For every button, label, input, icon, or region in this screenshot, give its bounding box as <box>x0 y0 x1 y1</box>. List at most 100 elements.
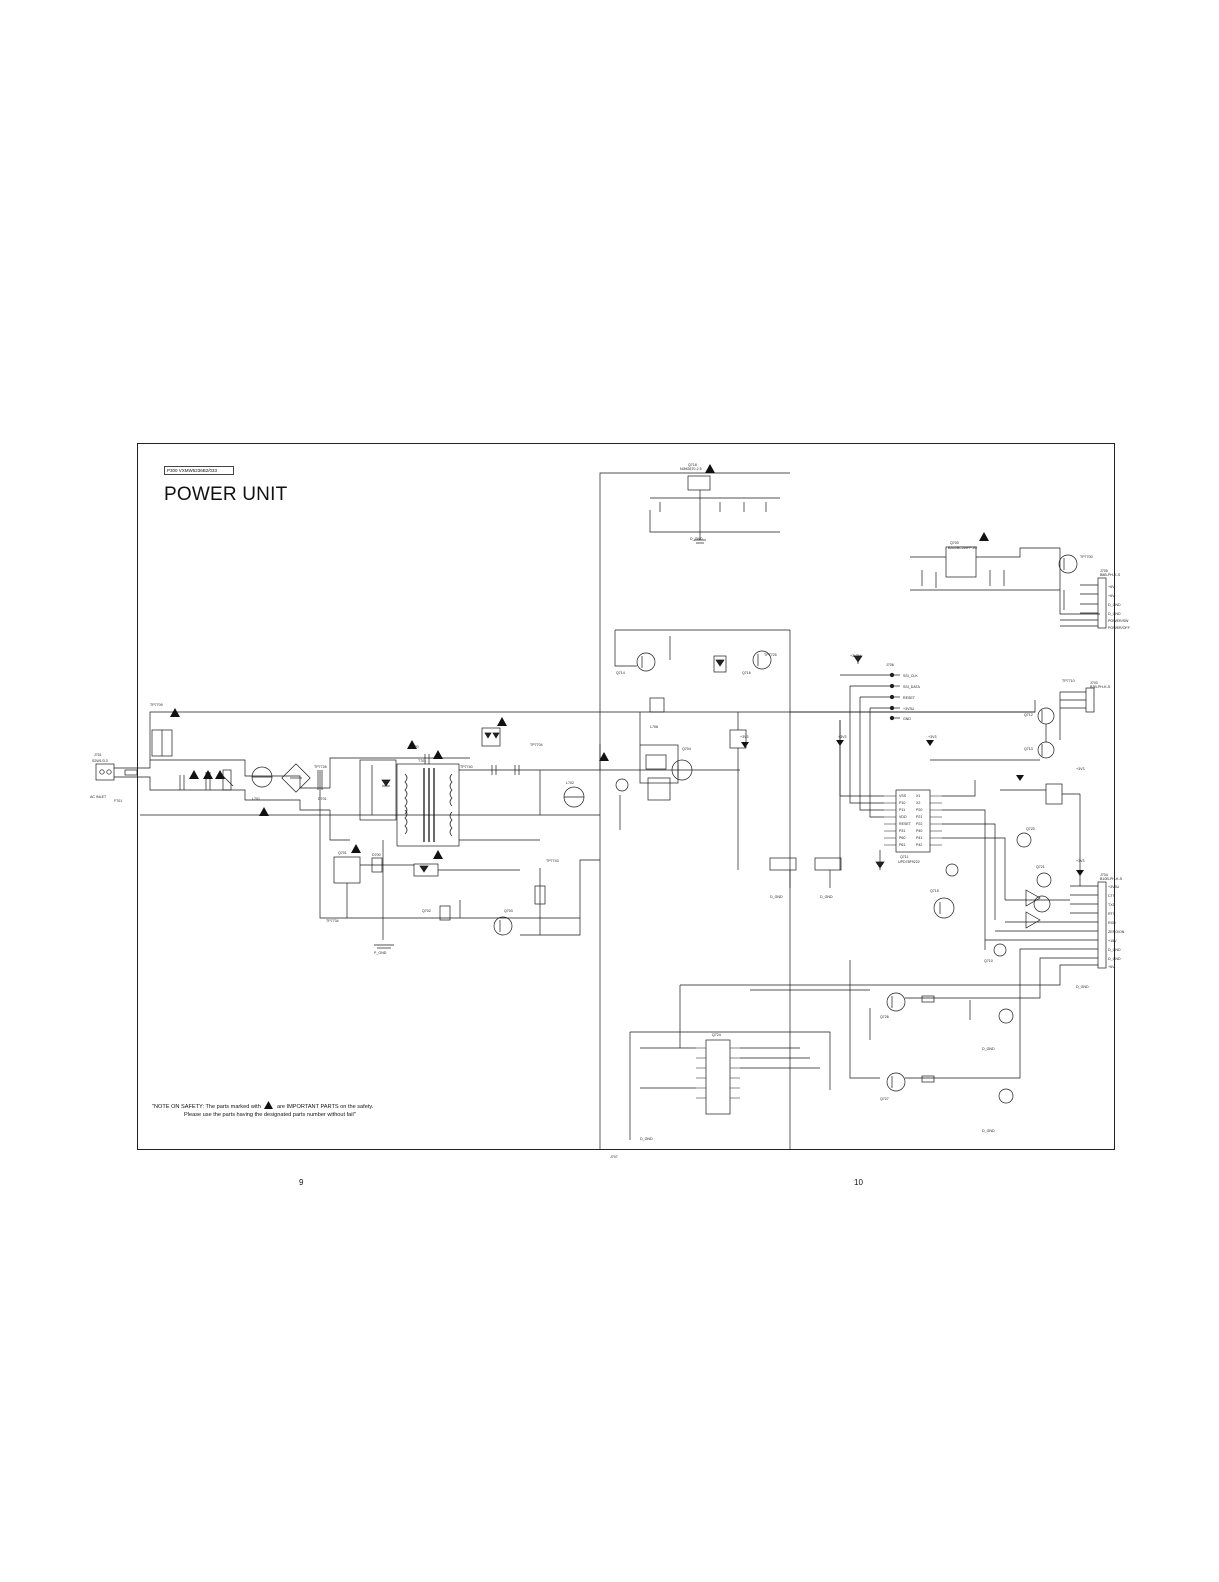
svg-text:Q710: Q710 <box>984 959 993 963</box>
svg-text:TP7710: TP7710 <box>1062 679 1075 683</box>
svg-text:Q724: Q724 <box>712 1033 721 1037</box>
safety-note-line1: "NOTE ON SAFETY: The parts marked with a… <box>152 1101 373 1110</box>
svg-text:Q727: Q727 <box>880 1097 889 1101</box>
svg-text:+6V: +6V <box>1108 965 1115 969</box>
svg-text:P42: P42 <box>916 843 922 847</box>
svg-text:RTS: RTS <box>1108 912 1116 916</box>
svg-text:+6V: +6V <box>1108 594 1115 598</box>
svg-text:L706: L706 <box>650 725 658 729</box>
svg-text:D_GND: D_GND <box>690 537 703 541</box>
svg-text:TP7728: TP7728 <box>314 765 327 769</box>
connector-j706 <box>840 655 900 721</box>
svg-text:D_GND: D_GND <box>1108 957 1121 961</box>
svg-text:P11: P11 <box>899 808 905 812</box>
svg-text:P40: P40 <box>916 829 922 833</box>
svg-text:TP7709: TP7709 <box>150 703 163 707</box>
svg-text:TP7734: TP7734 <box>326 919 339 923</box>
svg-text:TP7725: TP7725 <box>764 653 777 657</box>
svg-text:VDD: VDD <box>899 815 907 819</box>
svg-text:D_GND: D_GND <box>982 1047 995 1051</box>
part-code-box: P300 VXMW5236B2/033 <box>164 466 234 475</box>
mcu-q711 <box>789 686 1040 1150</box>
svg-text:L702: L702 <box>566 781 574 785</box>
safety-note-line2: Please use the parts having the designat… <box>184 1112 356 1118</box>
svg-text:TXD: TXD <box>1108 903 1116 907</box>
primary-wiring <box>95 711 1035 841</box>
svg-text:+3V3: +3V3 <box>1076 859 1085 863</box>
svg-text:SSI_CLK: SSI_CLK <box>903 674 918 678</box>
svg-text:Q700: Q700 <box>950 541 959 545</box>
svg-text:Q703: Q703 <box>504 909 513 913</box>
svg-text:Q714: Q714 <box>616 671 625 675</box>
svg-text:D_GND: D_GND <box>982 1129 995 1133</box>
svg-text:B10B-PH-K-S: B10B-PH-K-S <box>1100 877 1123 881</box>
svg-text:D_GND: D_GND <box>1108 603 1121 607</box>
relay-driver <box>614 629 791 712</box>
svg-text:+3V3: +3V3 <box>740 735 749 739</box>
component-labels: J701 S2W1/3.3 AC INLET F701 TP7709 C720 … <box>90 463 1131 1159</box>
buffer-ics <box>933 783 1080 929</box>
svg-text:J705: J705 <box>1100 569 1108 573</box>
secondary-rectifier <box>459 697 740 1150</box>
svg-text:P60: P60 <box>899 836 905 840</box>
page-number-right: 10 <box>854 1178 863 1187</box>
svg-text:D_GND: D_GND <box>820 895 833 899</box>
svg-text:P10: P10 <box>899 801 905 805</box>
svg-text:AC INLET: AC INLET <box>90 795 107 799</box>
svg-text:X1: X1 <box>916 794 920 798</box>
svg-text:+3V3: +3V3 <box>928 735 937 739</box>
svg-text:Q715: Q715 <box>930 889 939 893</box>
svg-text:D_GND: D_GND <box>640 1137 653 1141</box>
svg-text:J704: J704 <box>1100 873 1108 877</box>
connector-j704 <box>985 794 1107 969</box>
svg-text:Q718: Q718 <box>688 463 697 467</box>
svg-text:POWER/SW: POWER/SW <box>1108 619 1129 623</box>
svg-text:B8B-PH-K-S: B8B-PH-K-S <box>1100 573 1121 577</box>
svg-text:T701: T701 <box>418 759 426 763</box>
svg-text:X2: X2 <box>916 801 920 805</box>
page-title: POWER UNIT <box>164 484 288 505</box>
svg-text:Q720: Q720 <box>1026 827 1035 831</box>
svg-text:Q711: Q711 <box>900 855 909 859</box>
svg-text:L701: L701 <box>252 797 260 801</box>
svg-text:TP7743: TP7743 <box>546 859 559 863</box>
svg-text:CTS: CTS <box>1108 894 1116 898</box>
svg-text:P_GND: P_GND <box>374 951 387 955</box>
svg-text:+6V: +6V <box>1108 585 1115 589</box>
power-arrows <box>741 740 1084 876</box>
svg-text:P31: P31 <box>899 829 905 833</box>
svg-text:SSI_DATA: SSI_DATA <box>903 685 920 689</box>
svg-text:+3V3: +3V3 <box>838 735 847 739</box>
svg-text:TP7740: TP7740 <box>460 765 473 769</box>
svg-text:+3V3U: +3V3U <box>903 707 914 711</box>
svg-text:C720: C720 <box>410 745 419 749</box>
svg-text:VSS: VSS <box>899 794 907 798</box>
svg-text:TP7704: TP7704 <box>530 743 543 747</box>
svg-text:ZERO/ON: ZERO/ON <box>1108 930 1125 934</box>
transformer-t701 <box>396 763 460 847</box>
svg-text:J706: J706 <box>886 663 894 667</box>
svg-text:J703: J703 <box>1090 681 1098 685</box>
svg-text:Q721: Q721 <box>1036 865 1045 869</box>
regulator-q700 <box>910 546 1100 615</box>
svg-text:D_GND: D_GND <box>770 895 783 899</box>
svg-text:+3V3U: +3V3U <box>1108 885 1119 889</box>
svg-text:D_GND: D_GND <box>1076 985 1089 989</box>
svg-text:+3V3U: +3V3U <box>850 654 861 658</box>
svg-text:RESET: RESET <box>899 822 912 826</box>
svg-text:Q701: Q701 <box>338 851 347 855</box>
svg-text:F701: F701 <box>114 799 122 803</box>
svg-text:S2W1/3.3: S2W1/3.3 <box>92 759 108 763</box>
lower-stages <box>629 712 1070 1140</box>
svg-text:Q702: Q702 <box>422 909 431 913</box>
svg-text:P22: P22 <box>916 822 922 826</box>
ground-symbols <box>0 0 644 325</box>
safety-warning-icon <box>264 1101 274 1109</box>
svg-text:D_GND: D_GND <box>1108 612 1121 616</box>
connector-j703 <box>1037 687 1095 759</box>
svg-text:Q704: Q704 <box>682 747 691 751</box>
svg-text:D_GND: D_GND <box>1108 948 1121 952</box>
svg-text:D700: D700 <box>372 853 381 857</box>
